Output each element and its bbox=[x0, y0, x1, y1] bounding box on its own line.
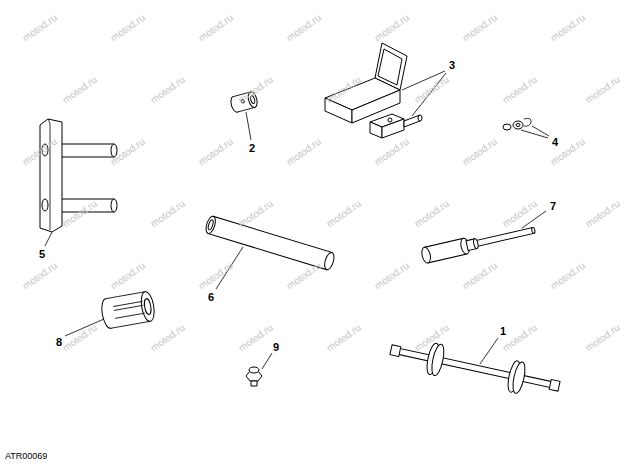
callout-number: 1 bbox=[500, 326, 506, 337]
watermark: motod.ru bbox=[373, 261, 411, 292]
tool-4-drawing bbox=[503, 118, 531, 130]
watermark: motod.ru bbox=[549, 261, 587, 292]
watermark: motod.ru bbox=[61, 323, 99, 354]
watermark: motod.ru bbox=[413, 75, 451, 106]
callout-number: 2 bbox=[249, 143, 255, 154]
watermark: motod.ru bbox=[584, 199, 622, 230]
watermark: motod.ru bbox=[373, 137, 411, 168]
tool-9-drawing bbox=[246, 367, 262, 386]
watermark: motod.ru bbox=[584, 75, 622, 106]
tool-3-drawing bbox=[325, 43, 422, 138]
watermark: motod.ru bbox=[501, 199, 539, 230]
watermark: motod.ru bbox=[197, 137, 235, 168]
callout-number: 5 bbox=[39, 249, 45, 260]
leader-lines bbox=[45, 71, 549, 369]
watermark: motod.ru bbox=[21, 137, 59, 168]
watermark: motod.ru bbox=[109, 137, 147, 168]
watermark: motod.ru bbox=[325, 199, 363, 230]
watermark: motod.ru bbox=[197, 13, 235, 44]
watermark: motod.ru bbox=[413, 199, 451, 230]
watermark: motod.ru bbox=[549, 13, 587, 44]
watermark: motod.ru bbox=[584, 323, 622, 354]
watermark: motod.ru bbox=[325, 323, 363, 354]
watermark: motod.ru bbox=[285, 137, 323, 168]
callout-number: 6 bbox=[208, 292, 214, 303]
watermark: motod.ru bbox=[237, 323, 275, 354]
watermark: motod.ru bbox=[461, 137, 499, 168]
watermark: motod.ru bbox=[285, 261, 323, 292]
watermark: motod.ru bbox=[21, 261, 59, 292]
watermark: motod.ru bbox=[21, 13, 59, 44]
tool-8-drawing bbox=[100, 291, 156, 330]
watermark: motod.ru bbox=[501, 75, 539, 106]
watermark: motod.ru bbox=[197, 261, 235, 292]
drawing-code: ATR00069 bbox=[5, 452, 47, 461]
watermark: motod.ru bbox=[61, 75, 99, 106]
watermark: motod.ru bbox=[149, 199, 187, 230]
watermark: motod.ru bbox=[325, 75, 363, 106]
watermark: motod.ru bbox=[61, 199, 99, 230]
watermark: motod.ru bbox=[461, 261, 499, 292]
watermark: motod.ru bbox=[237, 199, 275, 230]
watermark: motod.ru bbox=[373, 13, 411, 44]
callout-number: 4 bbox=[552, 137, 558, 148]
watermark: motod.ru bbox=[109, 261, 147, 292]
tool-5-drawing bbox=[40, 119, 117, 232]
watermark: motod.ru bbox=[501, 323, 539, 354]
watermark: motod.ru bbox=[149, 75, 187, 106]
watermark: motod.ru bbox=[285, 13, 323, 44]
watermark: motod.ru bbox=[237, 75, 275, 106]
watermark: motod.ru bbox=[149, 323, 187, 354]
watermark: motod.ru bbox=[413, 323, 451, 354]
callout-number: 9 bbox=[273, 342, 279, 353]
callout-number: 7 bbox=[550, 201, 556, 212]
watermark: motod.ru bbox=[461, 13, 499, 44]
tool-7-drawing bbox=[420, 222, 536, 264]
watermark: motod.ru bbox=[109, 13, 147, 44]
callout-number: 3 bbox=[449, 60, 455, 71]
